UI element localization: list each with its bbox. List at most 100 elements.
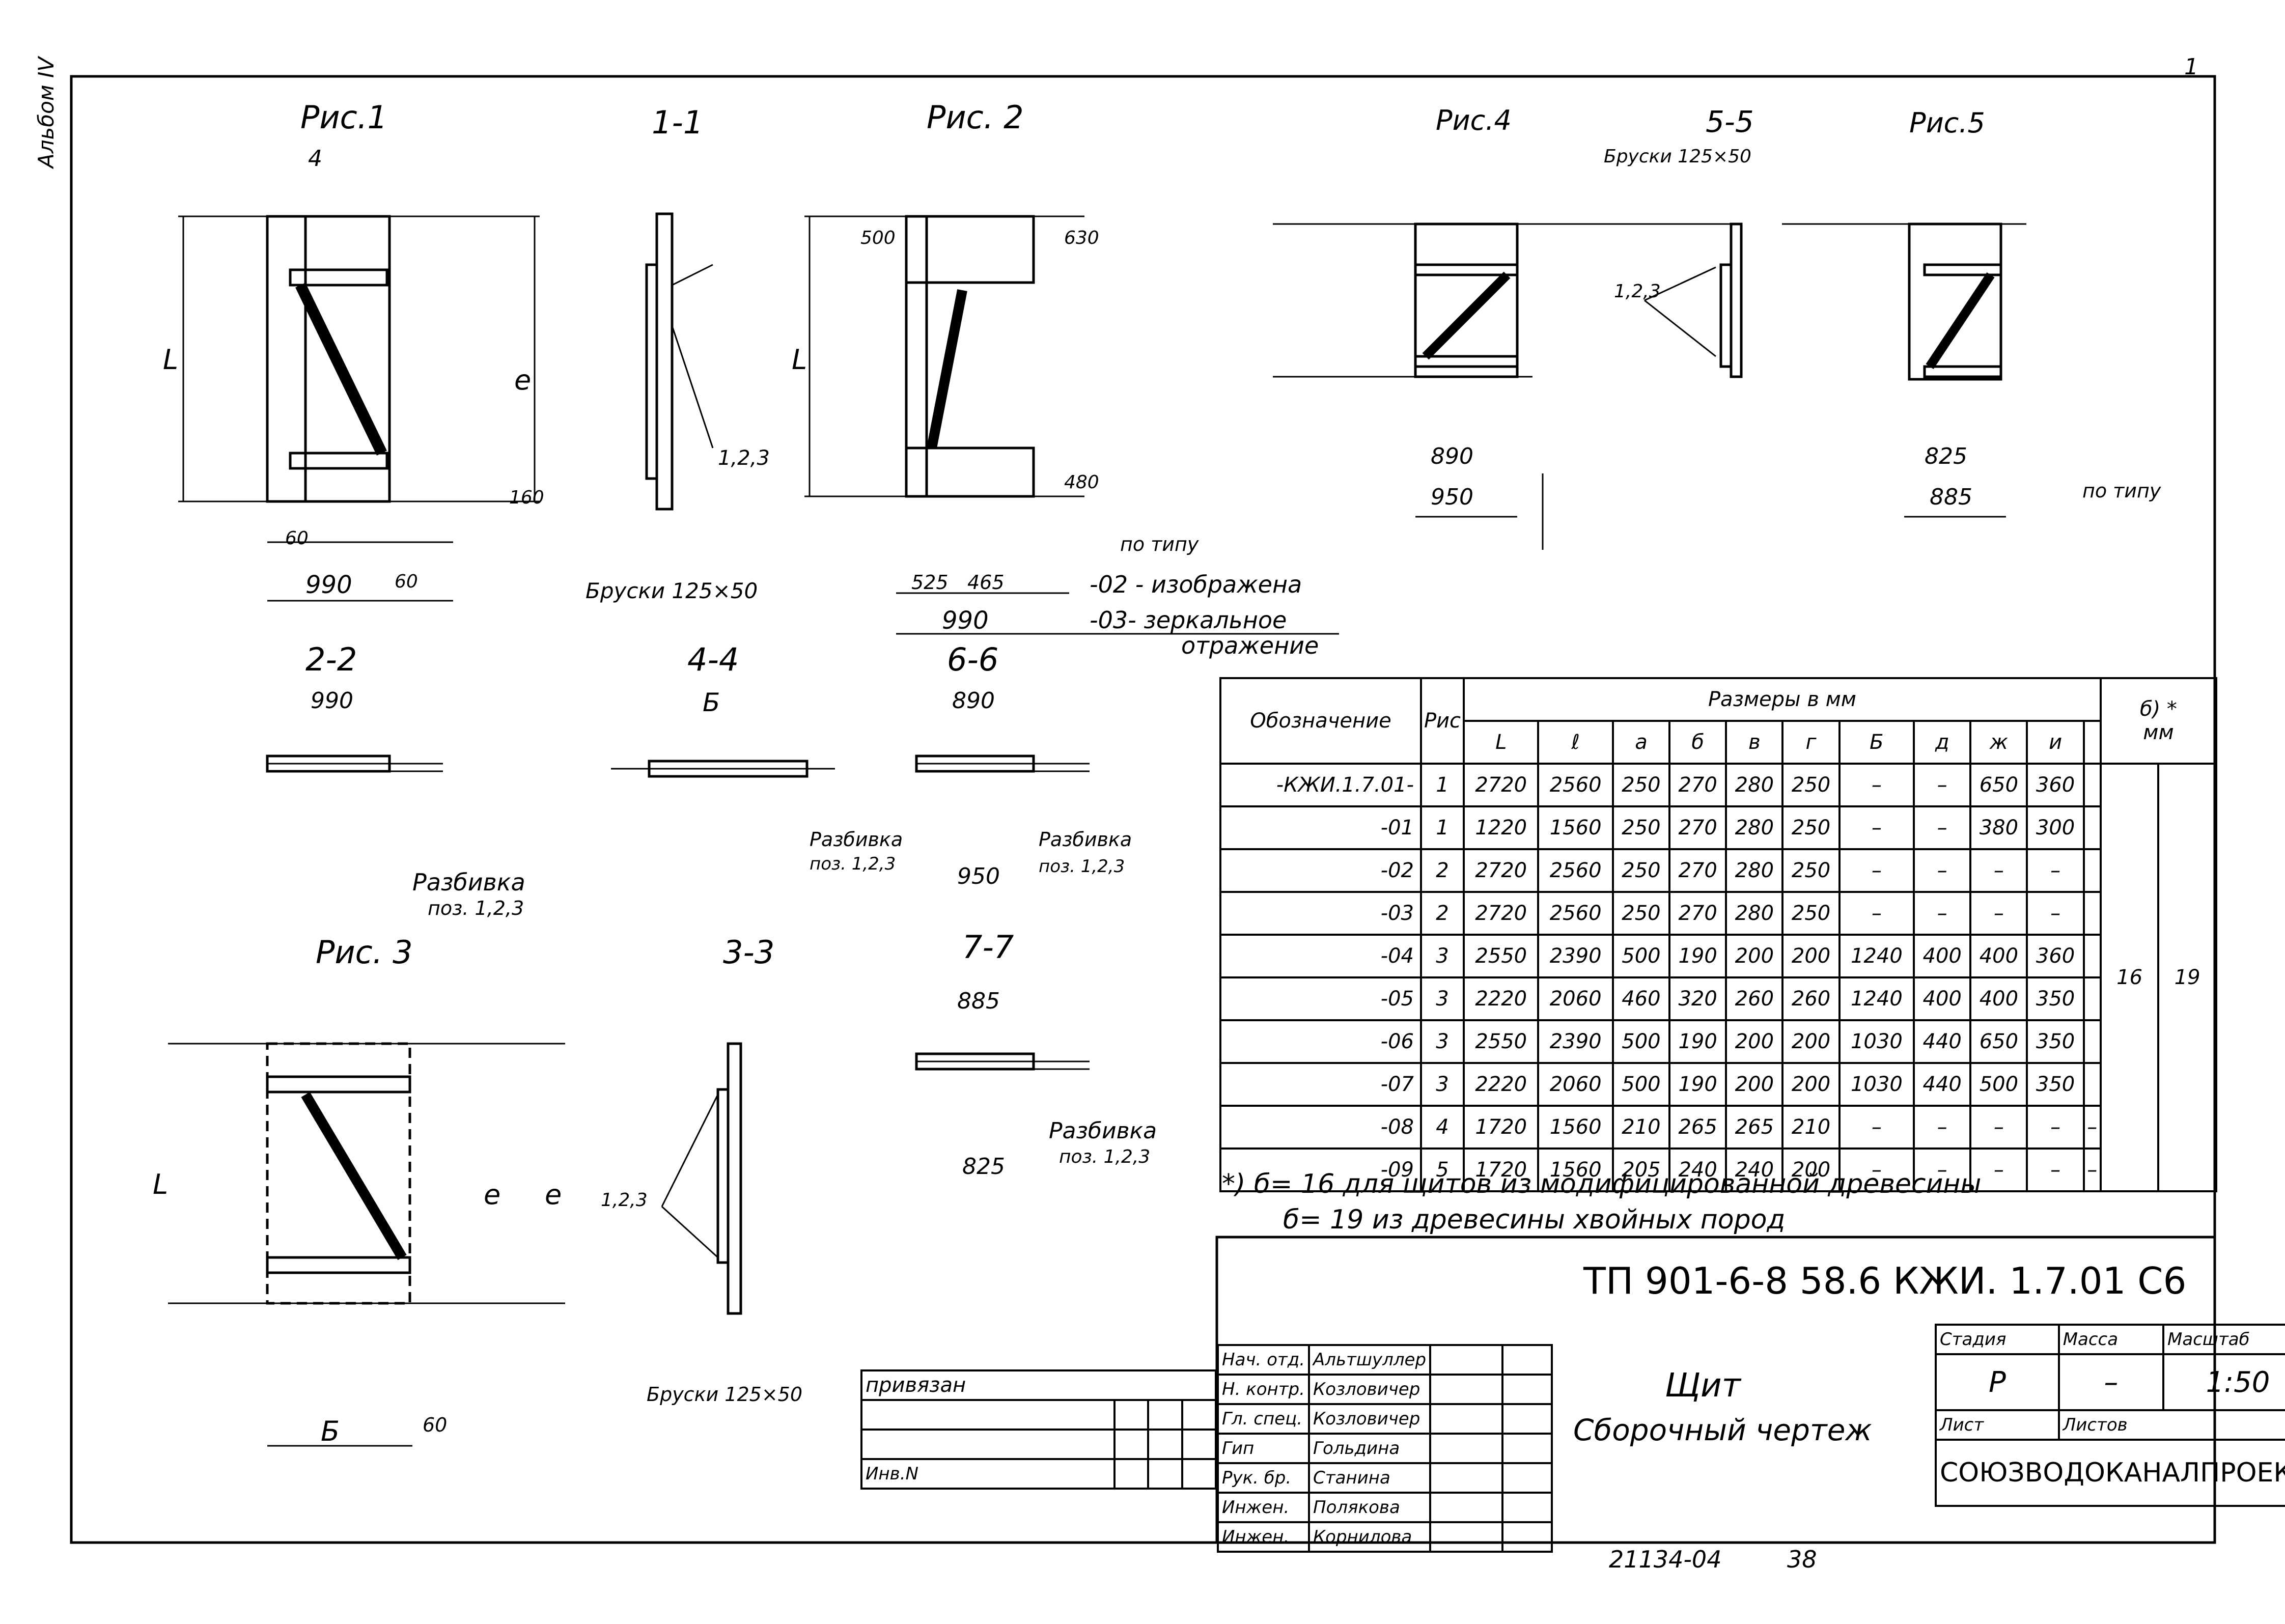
spec-col-extra <box>2082 720 2102 765</box>
date-cell <box>1501 1521 1553 1553</box>
fig4-title: Рис.4 <box>1436 104 1512 136</box>
drawing-code: ТП 901-6-8 58.6 КЖИ. 1.7.01 С6 <box>1583 1259 2187 1302</box>
spec-cell: 350 <box>2026 1062 2085 1107</box>
fig3-dim-e: e <box>484 1179 501 1211</box>
spec-cell: 2720 <box>1462 763 1540 807</box>
fig3-title: Рис. 3 <box>316 934 413 971</box>
spec-cell: 2060 <box>1537 1062 1614 1107</box>
spec-designation: -01 <box>1219 805 1422 850</box>
spec-cell: – <box>1913 891 1972 936</box>
spec-cell: 460 <box>1611 976 1671 1021</box>
spec-cell: 280 <box>1725 891 1784 936</box>
sec77-dim-885: 885 <box>957 988 1000 1014</box>
spec-cell: 200 <box>1725 1019 1784 1064</box>
sec11-callout: 1,2,3 <box>718 446 770 470</box>
scale-head: Масштаб <box>2162 1324 2285 1355</box>
spec-cell: 190 <box>1668 934 1727 978</box>
bottom-number: 21134-04 <box>1609 1546 1722 1573</box>
sec77-note-1: Разбивка <box>1049 1118 1157 1144</box>
spec-cell: 280 <box>1725 763 1784 807</box>
role-name: Козловичер <box>1308 1374 1432 1405</box>
spec-cell: 380 <box>1969 805 2028 850</box>
spec-cell: 320 <box>1668 976 1727 1021</box>
spec-cell: – <box>1913 848 1972 893</box>
sec66-dim-890: 890 <box>952 688 995 714</box>
attach-table: привязан Инв.N <box>860 1369 1217 1490</box>
spec-col-zh: ж <box>1969 720 2028 765</box>
spec-cell: – <box>1913 805 1972 850</box>
role-title: Н. контр. <box>1216 1374 1311 1405</box>
sec11-drawing <box>645 212 714 511</box>
role-name: Гольдина <box>1308 1433 1432 1464</box>
sec66-note-right-1: Разбивка <box>1039 828 1132 851</box>
role-row: Гл. спец.Козловичер <box>1216 1403 1553 1435</box>
spec-designation: -04 <box>1219 934 1422 978</box>
spec-cell <box>2082 763 2102 807</box>
spec-cell: 2720 <box>1462 891 1540 936</box>
role-title: Гл. спец. <box>1216 1403 1311 1435</box>
spec-cell: 500 <box>1611 934 1671 978</box>
spec-designation: -08 <box>1219 1105 1422 1150</box>
date-cell <box>1501 1462 1553 1494</box>
spec-cell: 2550 <box>1462 934 1540 978</box>
fig2-dim-630: 630 <box>1064 228 1099 248</box>
footnote-2: б= 19 из древесины хвойных пород <box>1283 1205 1786 1235</box>
bars-label-3: Бруски 125×50 <box>647 1383 803 1406</box>
role-name: Корнилова <box>1308 1521 1432 1553</box>
fig2-section-note: по типу <box>1120 533 1199 555</box>
spec-cell <box>2082 848 2102 893</box>
spec-cell: – <box>1913 763 1972 807</box>
spec-cell <box>2082 805 2102 850</box>
spec-cell: 240 <box>1668 1147 1727 1192</box>
spec-cell: 210 <box>1611 1105 1671 1150</box>
fig5-drawing <box>1782 222 2026 518</box>
fig4-dim-950: 950 <box>1431 484 1473 510</box>
spec-cell: 650 <box>1969 763 2028 807</box>
role-title: Инжен. <box>1216 1492 1311 1523</box>
album-label: Альбом IV <box>34 57 59 168</box>
fig2-dim-480: 480 <box>1064 472 1099 493</box>
spec-fig: 1 <box>1420 805 1465 850</box>
spec-cell: 280 <box>1725 848 1784 893</box>
fig3-dim-e2: e <box>545 1179 562 1211</box>
spec-cell: 190 <box>1668 1019 1727 1064</box>
fig2-dim-L: L <box>792 344 807 376</box>
spec-col-B: Б <box>1838 720 1915 765</box>
spec-fig: 4 <box>1420 1105 1465 1150</box>
spec-col-d: д <box>1913 720 1972 765</box>
spec-cell: – <box>1969 1105 2028 1150</box>
signature-cell <box>1429 1433 1504 1464</box>
spec-cell: 240 <box>1725 1147 1784 1192</box>
spec-fig: 3 <box>1420 1062 1465 1107</box>
sec66-title: 6-6 <box>947 641 999 678</box>
spec-cell: 400 <box>1913 934 1972 978</box>
spec-cell: 500 <box>1969 1062 2028 1107</box>
spec-col-L: L <box>1462 720 1540 765</box>
spec-cell: 250 <box>1781 805 1841 850</box>
fig1-dim-990: 990 <box>305 571 352 599</box>
spec-cell: 250 <box>1611 805 1671 850</box>
fig2-dim-525: 525 <box>911 571 949 594</box>
fig1-dim-L: L <box>163 344 179 376</box>
spec-cell: 280 <box>1725 805 1784 850</box>
spec-cell: 440 <box>1913 1019 1972 1064</box>
spec-cell: 1560 <box>1537 1147 1614 1192</box>
spec-cell: 350 <box>2026 1019 2085 1064</box>
sec44-title: 4-4 <box>687 641 739 678</box>
spec-cell: 2560 <box>1537 848 1614 893</box>
spec-cell: 1560 <box>1537 805 1614 850</box>
fig3-dim-60: 60 <box>423 1414 448 1436</box>
role-row: Нач. отд.Альтшуллер <box>1216 1344 1553 1376</box>
spec-cell: – <box>1838 1105 1915 1150</box>
spec-cell: 360 <box>2026 934 2085 978</box>
spec-cell: 270 <box>1668 805 1727 850</box>
spec-cell: 350 <box>2026 976 2085 1021</box>
spec-thickness-value: 19 <box>2157 763 2217 1192</box>
spec-cell: 2060 <box>1537 976 1614 1021</box>
spec-cell: 400 <box>1969 976 2028 1021</box>
